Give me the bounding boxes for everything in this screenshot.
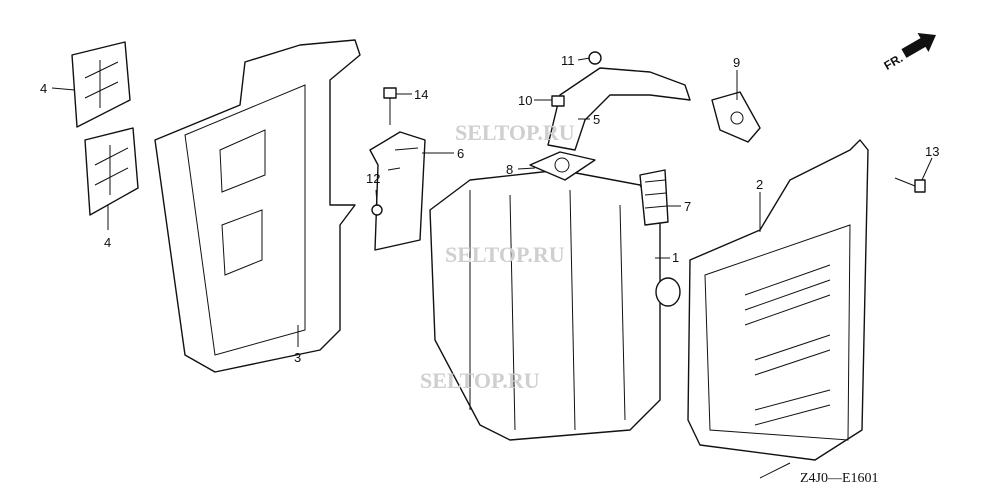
part-4-plate-upper[interactable] [71,41,131,128]
callout-4-lower: 4 [104,235,111,250]
leader-lines [51,57,933,479]
callout-5: 5 [593,112,600,127]
callout-14: 14 [414,87,428,102]
part-3-muffler-protector-inner[interactable] [154,39,361,373]
watermark: SELTOP.RU [420,368,540,393]
part-4-plate-lower[interactable] [84,127,139,216]
callout-8: 8 [506,162,513,177]
callout-13: 13 [925,144,939,159]
callout-4-upper: 4 [40,81,47,96]
part-14-bolt[interactable] [383,87,397,125]
callout-1: 1 [672,250,679,265]
front-direction-indicator: FR. [882,32,936,73]
diagram-code: Z4J0—E1601 [800,471,879,486]
part-10-bolt[interactable] [551,95,565,107]
part-12-nut[interactable] [371,204,383,216]
part-5-exhaust-pipe[interactable] [547,67,691,151]
part-8-gasket[interactable] [529,151,596,181]
callout-10: 10 [518,93,532,108]
callout-12: 12 [366,171,380,186]
part-7-spark-arrester[interactable] [639,169,669,226]
part-11-nut[interactable] [588,51,602,65]
part-9-gasket[interactable] [711,91,761,143]
callout-7: 7 [684,199,691,214]
part-1-muffler[interactable] [429,169,681,441]
watermark: SELTOP.RU [455,120,575,145]
callout-2: 2 [756,177,763,192]
part-2-muffler-protector-outer[interactable] [687,139,869,461]
watermark: SELTOP.RU [445,242,565,267]
part-13-bolt[interactable] [894,177,926,193]
callout-3: 3 [294,350,301,365]
front-label: FR. [882,51,906,73]
callout-9: 9 [733,55,740,70]
callout-6: 6 [457,146,464,161]
callout-11: 11 [561,53,575,68]
arrow-right-icon [901,32,936,58]
part-6-bracket[interactable] [369,131,426,251]
